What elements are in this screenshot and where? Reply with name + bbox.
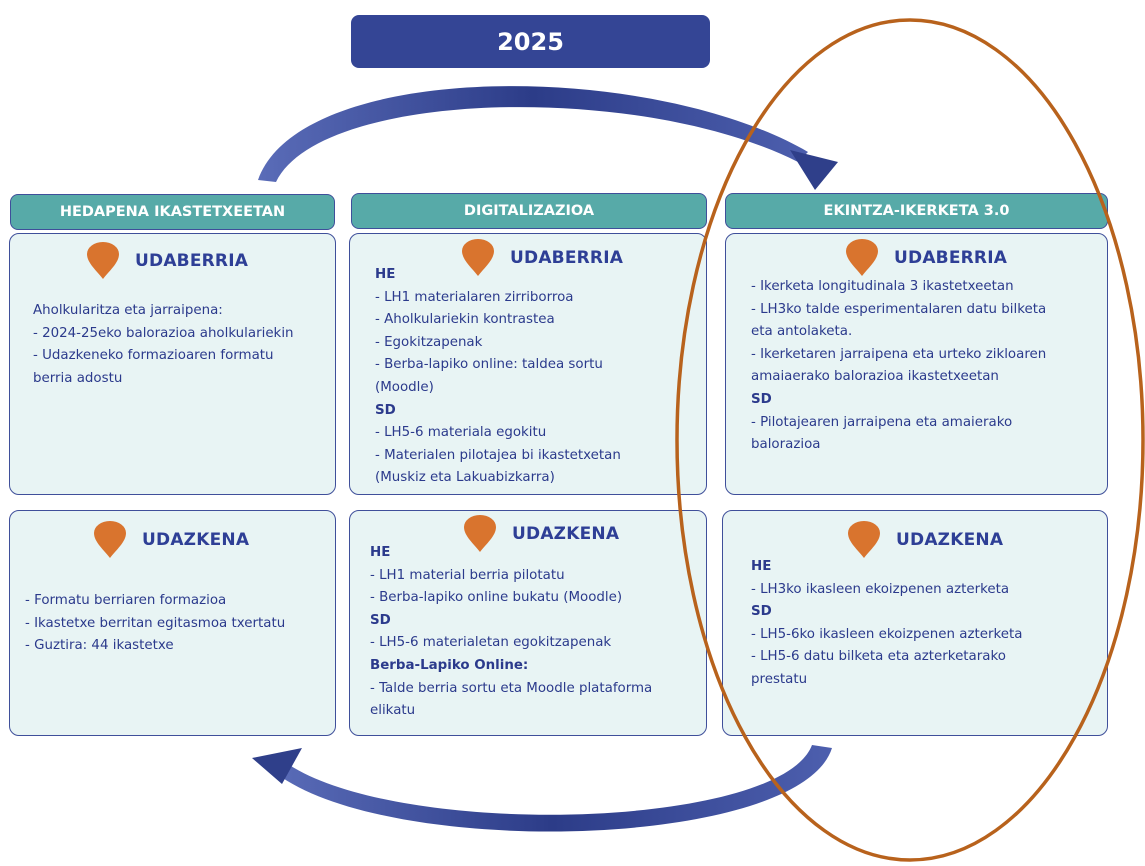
header-digitalizazioa: DIGITALIZAZIOA [351, 193, 707, 229]
season-hedapena-spring: UDABERRIA [83, 241, 248, 281]
body-line: HE [370, 545, 391, 560]
body-line: - LH1 materialaren zirriborroa [375, 289, 574, 305]
body-line: Aholkularitza eta jarraipena: [33, 303, 223, 318]
body-line: berria adostu [33, 370, 123, 386]
card-digitalizazioa-autumn [349, 510, 707, 736]
body-line: - Berba-lapiko online: taldea sortu [375, 357, 603, 373]
body-line: - Ikastetxe berritan egitasmoa txertatu [25, 615, 286, 631]
body-line: - Ikerketaren jarraipena eta urteko zikl… [751, 346, 1047, 362]
body-line: - LH5-6 materiala egokitu [375, 425, 547, 441]
body-line: SD [375, 402, 396, 418]
body-line: balorazioa [751, 437, 821, 453]
card-hedapena-autumn [9, 510, 336, 736]
card-hedapena-spring [9, 233, 336, 495]
body-line: - LH1 material berria pilotatu [370, 567, 565, 583]
bottom-cycle-arrow [272, 745, 832, 832]
body-ekintza-spring: - Ikerketa longitudinala 3 ikastetxeetan… [751, 276, 1046, 457]
season-title: UDAZKENA [896, 530, 1004, 550]
body-line: - Berba-lapiko online bukatu (Moodle) [370, 590, 623, 606]
header-ekintza-ikerketa: EKINTZA-IKERKETA 3.0 [725, 193, 1108, 229]
season-title: UDABERRIA [894, 248, 1008, 268]
map-pin-icon [462, 239, 494, 276]
body-line: - Egokitzapenak [375, 334, 483, 350]
season-title: UDABERRIA [510, 248, 624, 268]
season-title: UDABERRIA [135, 251, 249, 271]
body-digitalizazioa-autumn: HE - LH1 material berria pilotatu - Berba-… [370, 542, 652, 723]
body-hedapena-autumn: - Formatu berriaren formazioa - Ikastetxe… [25, 590, 285, 658]
map-pin-icon [846, 239, 878, 276]
body-line: amaiaerako balorazioa ikastetxeetan [751, 369, 999, 385]
map-pin-icon [464, 515, 496, 552]
season-ekintza-autumn: UDAZKENA [844, 520, 1003, 560]
body-line: HE [751, 559, 772, 574]
body-digitalizazioa-spring: HE - LH1 materialaren zirriborroa - Aholku… [375, 264, 621, 490]
body-line: - Pilotajearen jarraipena eta amaierako [751, 414, 1013, 430]
body-line: Berba-Lapiko Online: [370, 657, 529, 673]
year-banner: 2025 [351, 15, 710, 68]
map-pin-icon [848, 521, 880, 558]
body-line: prestatu [751, 671, 808, 687]
body-line: - LH5-6 materialetan egokitzapenak [370, 635, 612, 651]
body-line: - 2024-25eko balorazioa aholkulariekin [33, 325, 294, 341]
body-line: - Ikerketa longitudinala 3 ikastetxeetan [751, 279, 1014, 294]
body-line: SD [370, 612, 391, 628]
body-line: SD [751, 604, 772, 620]
body-line: elikatu [370, 703, 416, 719]
season-digitalizazioa-spring: UDABERRIA [458, 238, 623, 278]
body-line: - Talde berria sortu eta Moodle platafor… [370, 680, 653, 696]
season-title: UDAZKENA [512, 524, 620, 544]
season-ekintza-spring: UDABERRIA [842, 238, 1007, 278]
body-line: - LH5-6ko ikasleen ekoizpenen azterketa [751, 626, 1023, 642]
body-line: - LH3ko talde esperimentalaren datu bilk… [751, 301, 1047, 317]
season-title: UDAZKENA [142, 530, 250, 550]
season-hedapena-autumn: UDAZKENA [90, 520, 249, 560]
body-hedapena-spring: Aholkularitza eta jarraipena: - 2024-25ek… [33, 300, 294, 390]
bottom-arrowhead [252, 748, 302, 784]
body-line: - Formatu berriaren formazioa [25, 593, 227, 608]
map-pin-icon [94, 521, 126, 558]
body-line: - LH3ko ikasleen ekoizpenen azterketa [751, 581, 1010, 597]
top-cycle-arrow [258, 86, 808, 182]
body-line: HE [375, 267, 396, 282]
body-line: - Udazkeneko formazioaren formatu [33, 348, 274, 364]
body-line: eta antolaketa. [751, 324, 853, 340]
body-line: SD [751, 391, 772, 407]
body-line: - LH5-6 datu bilketa eta azterketarako [751, 649, 1006, 665]
top-arrowhead [790, 150, 838, 190]
body-line: - Materialen pilotajea bi ikastetxetan [375, 447, 621, 463]
season-digitalizazioa-autumn: UDAZKENA [460, 514, 619, 554]
body-line: (Muskiz eta Lakuabizkarra) [375, 470, 555, 486]
map-pin-icon [87, 242, 119, 279]
header-hedapena: HEDAPENA IKASTETXEETAN [10, 194, 335, 230]
body-line: - Aholkulariekin kontrastea [375, 312, 555, 328]
body-line: - Guztira: 44 ikastetxe [25, 638, 174, 654]
body-line: (Moodle) [375, 379, 434, 395]
